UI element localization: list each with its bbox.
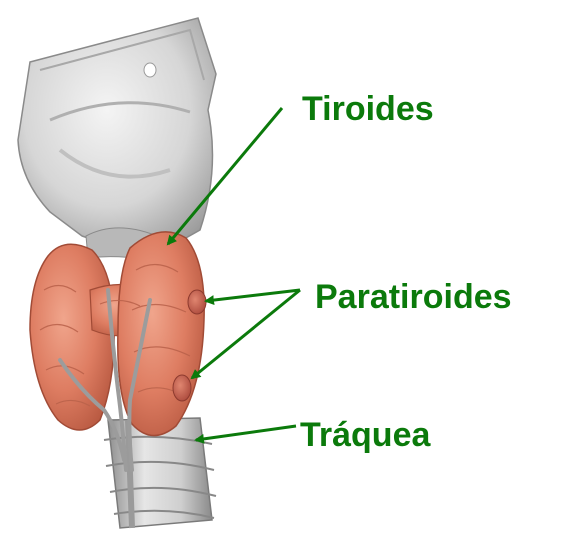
arrow-parathyroid-upper [206,290,300,301]
arrow-trachea [196,426,296,440]
trachea-label: Tráquea [300,418,430,452]
parathyroid-label: Paratiroides [315,280,512,314]
larynx-cartilage-shape [18,18,216,262]
arrow-parathyroid-lower [192,290,300,378]
thyroid-label: Tiroides [302,92,434,126]
